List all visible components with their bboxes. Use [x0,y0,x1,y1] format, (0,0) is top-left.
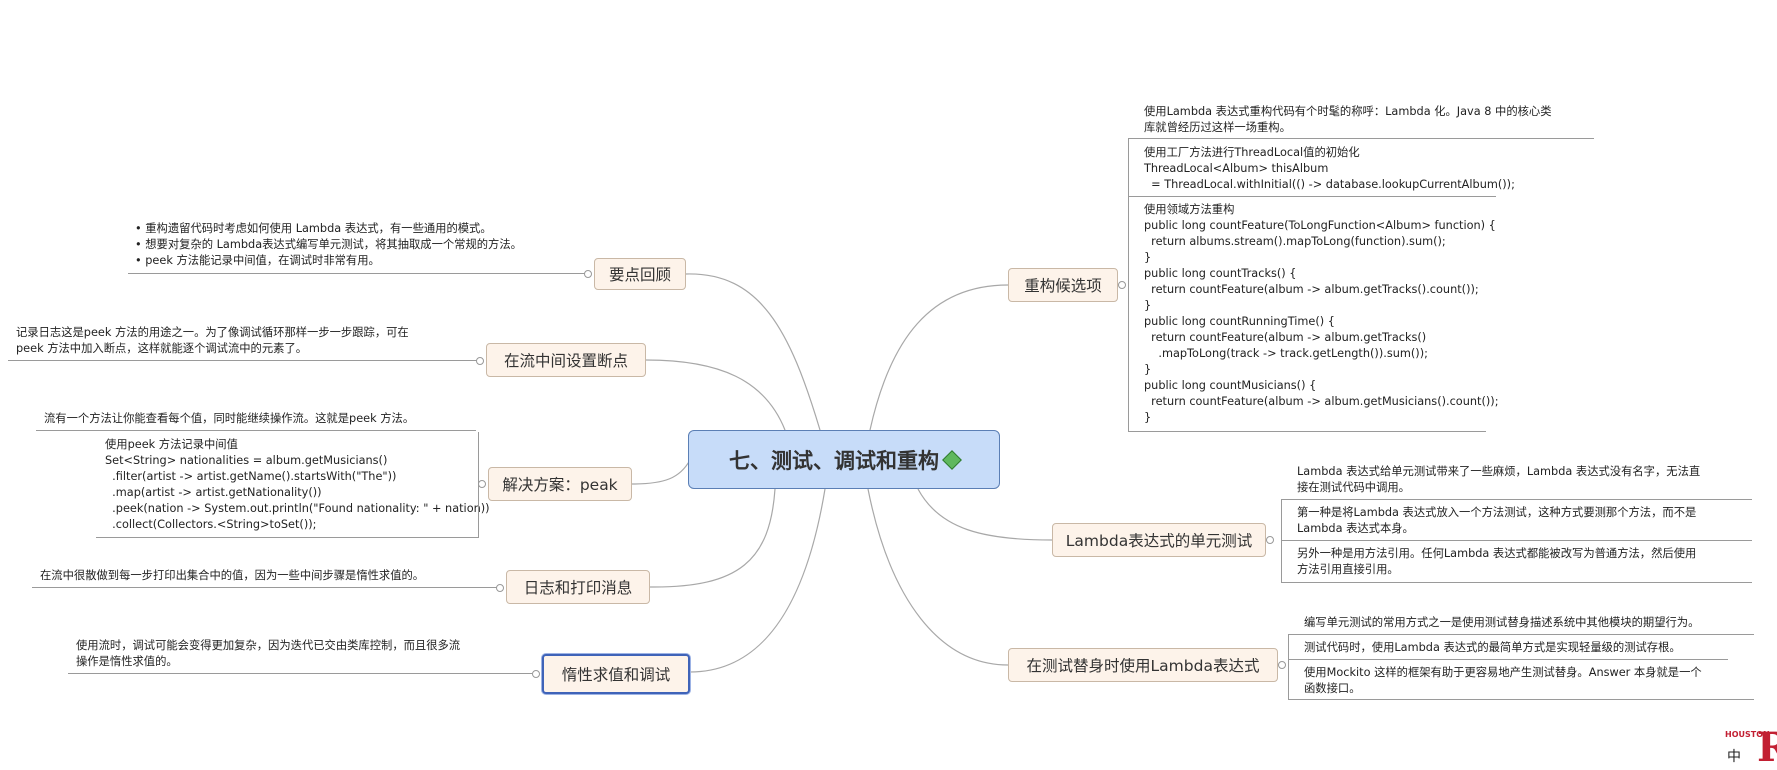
topic-label: 惰性求值和调试 [561,666,671,684]
note-logging: 在流中很散做到每一步打印出集合中的值，因为一些中间步骤是惰性求值的。 [40,569,425,582]
note-underline [1281,499,1752,500]
connector-unit-test [917,488,1053,541]
topic-label: 日志和打印消息 [523,579,633,597]
connector-breakpoint [645,359,786,431]
collapse-knob[interactable] [1118,281,1126,289]
collapse-knob[interactable] [478,480,486,488]
connector-recap [685,273,821,431]
note-underline [36,430,476,431]
note-test-double-3: 使用Mockito 这样的框架有助于更容易地产生测试替身。Answer 本身就是… [1304,666,1702,695]
notes-bracket [1128,139,1129,431]
collapse-knob[interactable] [1278,661,1286,669]
collapse-knob[interactable] [476,357,484,365]
note-test-double-1: 编写单元测试的常用方式之一是使用测试替身描述系统中其他模块的期望行为。 [1304,616,1700,629]
topic-label: 在测试替身时使用Lambda表达式 [1026,657,1260,675]
note-underline [32,587,500,588]
connector-test-double [867,488,1009,666]
collapse-knob[interactable] [532,670,540,678]
topic-label: 在流中间设置断点 [503,352,628,370]
topic-logging[interactable]: 日志和打印消息 [506,570,650,604]
topic-breakpoint[interactable]: 在流中间设置断点 [486,343,646,377]
connector-refactor [869,284,1009,431]
collapse-knob[interactable] [1266,536,1274,544]
note-underline [1128,431,1486,432]
note-recap: • 重构遗留代码时考虑如何使用 Lambda 表达式，有一些通用的模式。 • 想… [135,222,522,267]
collapse-knob[interactable] [584,270,592,278]
topic-test-double[interactable]: 在测试替身时使用Lambda表达式 [1008,648,1278,682]
note-underline [1288,634,1754,635]
central-topic-label: 七、测试、调试和重构 [729,447,939,473]
note-underline [1128,196,1496,197]
watermark-char: 中 [1727,749,1741,765]
note-underline [1281,540,1752,541]
notes-bracket [1288,635,1289,700]
note-underline [1288,659,1728,660]
topic-refactor[interactable]: 重构候选项 [1008,268,1118,302]
topic-label: 要点回顾 [608,266,671,284]
topic-label: 重构候选项 [1024,277,1102,295]
note-underline [8,360,480,361]
note-refactor-1: 使用Lambda 表达式重构代码有个时髦的称呼：Lambda 化。Java 8 … [1144,105,1552,134]
note-unit-test-3: 另外一种是用方法引用。任何Lambda 表达式都能被改写为普通方法，然后使用 方… [1297,547,1697,576]
topic-lazy-selected[interactable]: 惰性求值和调试 [542,654,690,694]
note-underline [1288,699,1754,700]
central-topic[interactable]: 七、测试、调试和重构 [688,430,1000,489]
note-underline [1281,582,1752,583]
topic-label: Lambda表达式的单元测试 [1065,532,1253,550]
code-peek: 使用peek 方法记录中间值 Set<String> nationalities… [105,438,490,531]
note-unit-test-2: 第一种是将Lambda 表达式放入一个方法测试，这种方式要测那个方法，而不是 L… [1297,506,1697,535]
rockets-logo-icon: R [1757,724,1777,770]
watermark-brand: HOUSTON [1725,730,1770,739]
note-underline [128,273,588,274]
note-lazy: 使用流时，调试可能会变得更加复杂，因为迭代已交由类库控制，而且很多流 操作是惰性… [76,639,461,668]
note-underline [1128,138,1594,139]
topic-unit-test[interactable]: Lambda表达式的单元测试 [1052,523,1266,557]
connector-logging [649,488,776,588]
note-refactor-2: 使用工厂方法进行ThreadLocal值的初始化 ThreadLocal<Alb… [1144,146,1515,191]
note-underline [96,537,478,538]
note-breakpoint: 记录日志这是peek 方法的用途之一。为了像调试循环那样一步一步跟踪，可在 pe… [16,326,409,355]
topic-peek[interactable]: 解决方案：peak [488,467,632,501]
note-peek: 流有一个方法让你能查看每个值，同时能继续操作流。这就是peek 方法。 [44,412,415,425]
note-underline [68,673,532,674]
connector-peek [631,459,691,485]
connector-lazy [689,488,826,673]
pencil-icon [942,449,962,470]
houston-watermark: HOUSTON 中 R [1707,724,1777,770]
topic-label: 解决方案：peak [502,476,618,494]
topic-recap[interactable]: 要点回顾 [594,258,686,290]
note-refactor-3: 使用领域方法重构 public long countFeature(ToLong… [1144,203,1499,424]
note-unit-test-1: Lambda 表达式给单元测试带来了一些麻烦，Lambda 表达式没有名字，无法… [1297,465,1701,494]
note-test-double-2: 测试代码时，使用Lambda 表达式的最简单方式是实现轻量级的测试存根。 [1304,641,1681,654]
collapse-knob[interactable] [496,584,504,592]
